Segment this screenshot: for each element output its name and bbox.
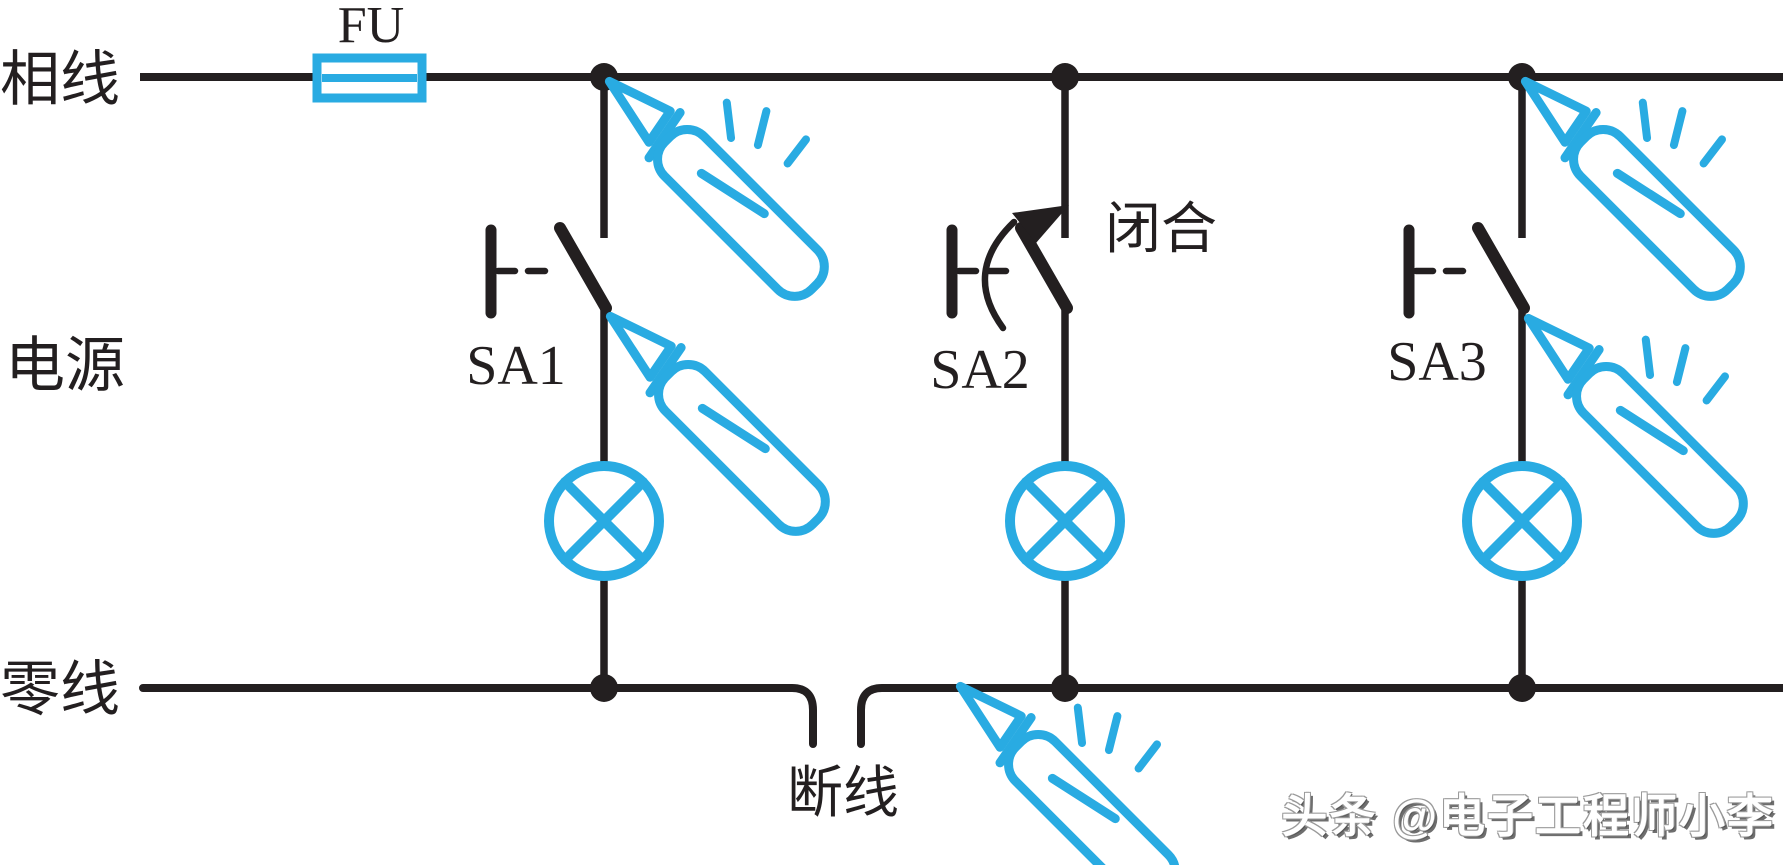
junction-dot-neutral-branch2 [1051,674,1079,702]
power-source-label: 电源 [5,333,125,399]
lamp2-symbol [1010,466,1120,576]
neutral-line-label: 零线 [0,657,120,723]
switch-sa3-label: SA3 [1387,331,1487,393]
phase-line-label: 相线 [0,47,120,113]
lamp1-symbol [549,466,659,576]
fuse-label: FU [338,0,404,54]
test-pen-lit-neutral-break [941,617,1235,865]
switch-sa1-label: SA1 [466,335,566,397]
junction-dot-phase-branch2 [1051,63,1079,91]
test-pen-lit-phase-branch1 [590,12,884,306]
switch-sa1-symbol [491,228,606,313]
switch-sa3-symbol [1409,228,1524,313]
switch-sa2-symbol [952,228,1067,313]
switch-sa2-label: SA2 [930,339,1030,401]
neutral-line-right-segment [857,684,1783,748]
watermark: 头条 @电子工程师小李 [1281,790,1775,842]
test-pen-lit-phase-branch3 [1506,12,1783,306]
closing-arrow [981,205,1069,332]
neutral-line-left-segment [139,684,817,748]
junction-dot-neutral-branch1 [590,674,618,702]
broken-wire-annotation: 断线 [787,763,899,825]
closed-annotation: 闭合 [1105,199,1217,261]
junction-dot-neutral-branch3 [1508,674,1536,702]
lamp3-symbol [1467,466,1577,576]
fuse-symbol [312,53,427,103]
